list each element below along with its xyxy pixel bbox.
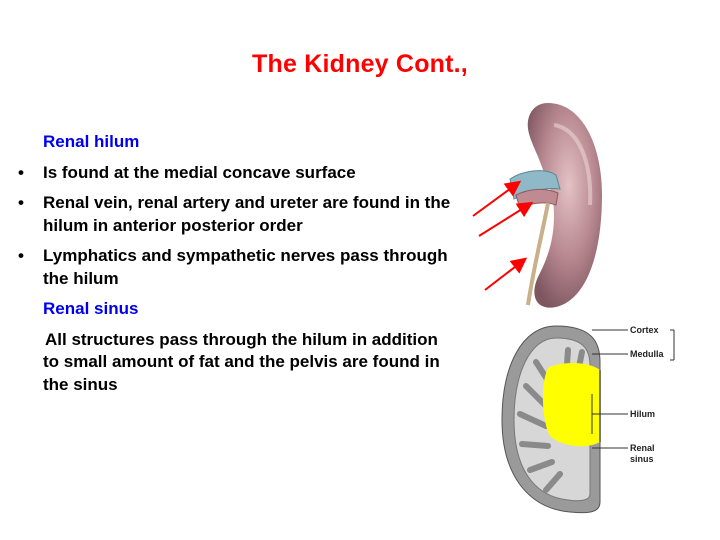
slide-title: The Kidney Cont., [252, 50, 468, 78]
bullet-dot: • [18, 246, 24, 265]
bullet-text: Is found at the medial concave surface [43, 162, 356, 182]
arrow-ureter [484, 257, 528, 291]
bullet-dot: • [18, 162, 24, 182]
pointer-arrows [472, 180, 534, 291]
bullet-text: Lymphatics and sympathetic nerves pass t… [43, 246, 448, 288]
bullet-item: • Lymphatics and sympathetic nerves pass… [18, 245, 458, 290]
ureter [526, 202, 550, 306]
bullet-text: Renal vein, renal artery and ureter are … [43, 193, 451, 235]
bullet-item: • Is found at the medial concave surface [18, 162, 458, 185]
kidney-section-illustration: Cortex Medulla Hilum Renal sinus [501, 325, 675, 514]
kidney-external-illustration [509, 103, 602, 308]
medulla-label: Medulla [630, 349, 664, 359]
renal-sinus-text: All structures pass through the hilum in… [43, 329, 440, 394]
renal-sinus-fill [542, 363, 600, 447]
slide-content: Renal hilum • Is found at the medial con… [18, 131, 458, 404]
renal-sinus-label-line2: sinus [630, 454, 654, 464]
arrow-vein [472, 180, 522, 217]
cortex-label: Cortex [630, 325, 659, 335]
renal-sinus-label-line1: Renal [630, 443, 655, 453]
bullet-item: • Renal vein, renal artery and ureter ar… [18, 192, 458, 237]
kidney-highlight [553, 123, 593, 206]
renal-hilum-heading: Renal hilum [43, 132, 140, 151]
arrow-artery [478, 201, 534, 237]
bullet-dot: • [18, 193, 24, 212]
hilum-label: Hilum [630, 409, 655, 419]
renal-sinus-heading: Renal sinus [43, 299, 139, 318]
